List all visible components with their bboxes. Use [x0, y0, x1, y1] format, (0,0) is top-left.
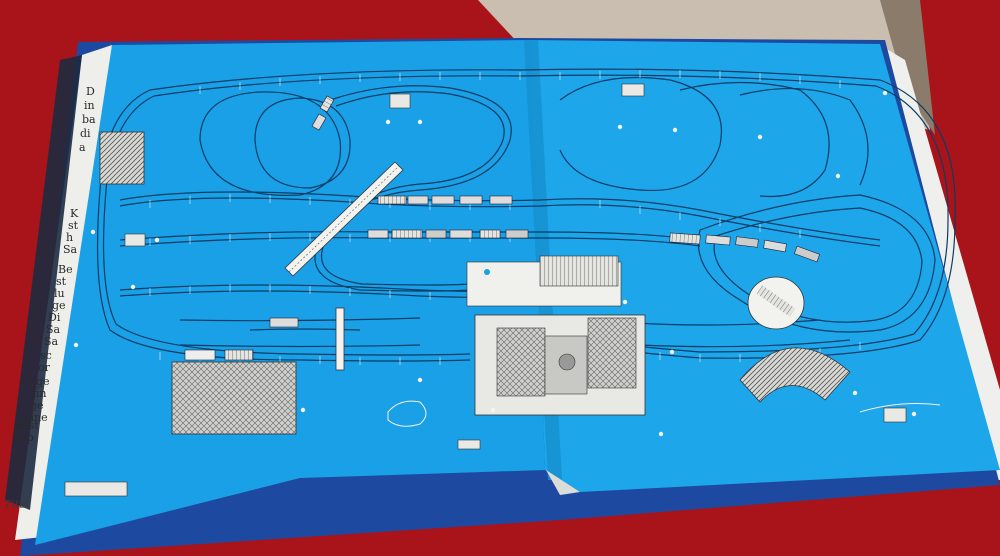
margin-line: a [79, 141, 86, 154]
bottom-caption: Titel [4, 498, 30, 511]
margin-line: ge [36, 375, 50, 388]
margin-line: ge [30, 399, 44, 412]
margin-line: Sa [44, 335, 59, 348]
margin-line: di [80, 127, 91, 140]
margin-line: fin [32, 387, 47, 400]
trees-block [99, 131, 145, 185]
margin-line: ba [82, 113, 96, 126]
train-middle [367, 229, 529, 239]
large-building [171, 361, 297, 435]
small-shed-right [621, 83, 645, 97]
margin-line: Sa [63, 243, 78, 256]
small-station-left [124, 233, 146, 247]
train-lower-left [184, 317, 299, 361]
margin-line: Best [14, 419, 39, 432]
train-right [669, 232, 821, 263]
margin-line: st [68, 219, 79, 232]
left-page [35, 40, 545, 545]
stream-right [859, 403, 941, 413]
station-building [466, 255, 622, 307]
margin-line: D [86, 85, 95, 98]
margin-line: h [66, 231, 74, 244]
central-station [474, 314, 646, 416]
right-page [530, 40, 1000, 492]
margin-line: Be [58, 263, 73, 276]
car-bottom-left [64, 481, 128, 497]
margin-line: K [70, 207, 79, 220]
roundhouse [739, 347, 851, 403]
small-shed [389, 93, 411, 109]
train-upper [377, 195, 513, 205]
mounting-holes [73, 90, 917, 437]
car-right-bottom [883, 407, 907, 423]
turntable [747, 276, 805, 330]
small-bridge [335, 307, 345, 371]
margin-line: ge [52, 299, 66, 312]
rail-ties [149, 70, 861, 365]
margin-line: eine [24, 411, 48, 424]
pond [387, 400, 427, 427]
margin-line: Di [48, 311, 61, 324]
margin-line: Sa [46, 323, 61, 336]
margin-line: or [38, 361, 50, 374]
diagonal-bridge [284, 161, 404, 277]
margin-line: st [56, 275, 67, 288]
train-upper-left [311, 95, 335, 131]
car-bottom [457, 439, 481, 450]
margin-line: in [84, 99, 95, 112]
margin-line: sc [40, 349, 52, 362]
margin-line: lu [54, 287, 65, 300]
margin-line: Kap [12, 431, 34, 444]
